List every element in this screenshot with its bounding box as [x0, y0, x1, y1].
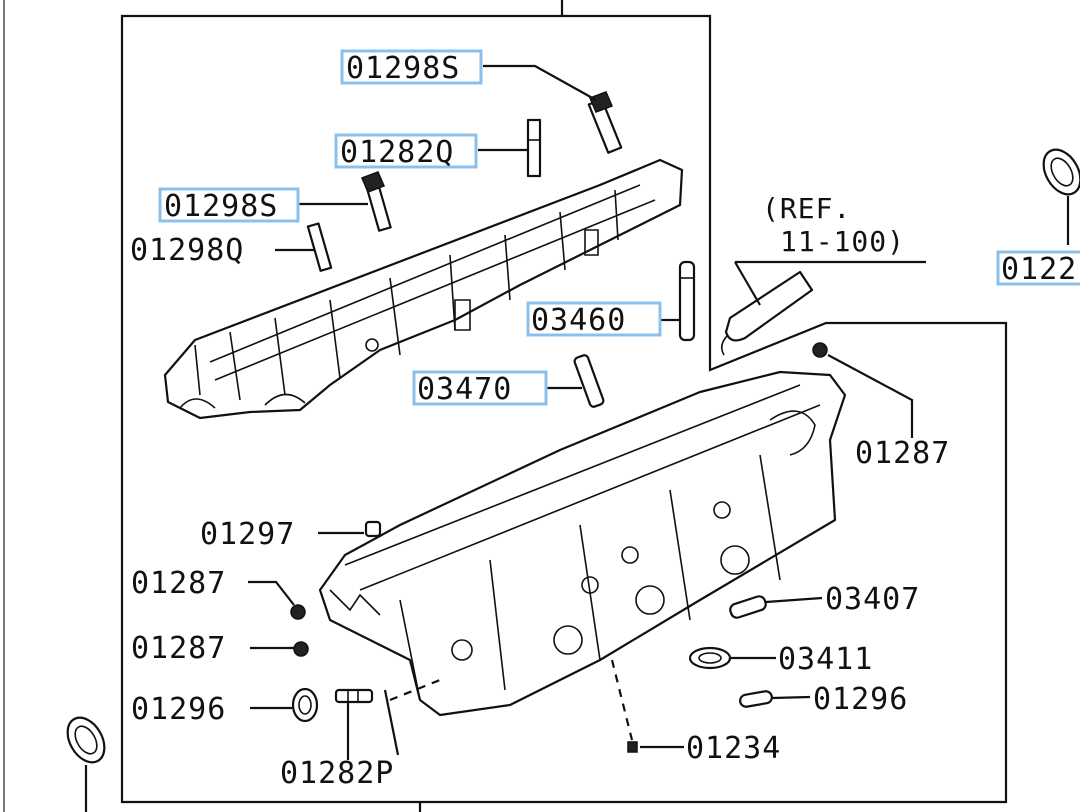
callout-code: 01282P — [280, 756, 394, 791]
callout-code: 03470 — [417, 372, 512, 407]
callout-01234[interactable]: 01234 — [686, 731, 781, 766]
callout-code: 01298S — [346, 51, 460, 86]
seal-03411-part — [688, 646, 732, 670]
callout-03411[interactable]: 03411 — [778, 642, 873, 677]
reference-note: (REF. 11-100) — [762, 192, 905, 258]
callout-code: 03407 — [825, 582, 920, 617]
callout-03407[interactable]: 03407 — [825, 582, 920, 617]
sealant-tube-part — [720, 270, 814, 356]
bolt-01298q-part — [306, 222, 333, 272]
callout-01287-right[interactable]: 01287 — [855, 436, 950, 471]
callout-01282p[interactable]: 01282P — [280, 756, 394, 791]
callout-code: 0122 — [1001, 252, 1077, 287]
tube-03460-part — [678, 260, 696, 342]
seal-01296-left-part — [291, 687, 319, 723]
callout-code: 01287 — [131, 631, 226, 666]
cylinder-head-part — [318, 370, 847, 717]
stud-01282p-part — [334, 688, 374, 704]
callout-code: 01296 — [813, 682, 908, 717]
callout-01287-left-b[interactable]: 01287 — [131, 631, 226, 666]
callout-01287-left-a[interactable]: 01287 — [131, 566, 226, 601]
callout-code: 01287 — [131, 566, 226, 601]
callout-code: 01296 — [131, 692, 226, 727]
callout-01297[interactable]: 01297 — [200, 517, 295, 552]
cam-carrier-part — [163, 158, 684, 420]
callout-code: 03411 — [778, 642, 873, 677]
callout-01296-left[interactable]: 01296 — [131, 692, 226, 727]
bolt-01298s-mid-part — [361, 171, 392, 232]
oil-seal-left-part — [66, 716, 106, 764]
callout-code: 01297 — [200, 517, 295, 552]
callout-code: 03460 — [531, 303, 626, 338]
leader-lines — [84, 64, 1070, 812]
callout-code: 01298S — [164, 189, 278, 224]
plug-01287-left-b-part — [293, 641, 309, 657]
bolt-01298s-top-part — [587, 91, 623, 154]
pin-03407-part — [729, 595, 767, 619]
reference-line-1: (REF. — [762, 192, 851, 225]
assembly-frame — [120, 14, 1008, 804]
callout-03470[interactable]: 03470 — [412, 370, 548, 407]
callout-01296-right[interactable]: 01296 — [813, 682, 908, 717]
stud-01282q-part — [526, 118, 542, 178]
callout-01298q[interactable]: 01298Q — [130, 233, 244, 268]
plug-01287-left-a-part — [290, 604, 306, 620]
cap-01297-part — [364, 520, 382, 538]
callout-code: 01282Q — [340, 135, 454, 170]
callout-code: 01234 — [686, 731, 781, 766]
callout-01282q[interactable]: 01282Q — [334, 133, 478, 170]
seal-01296-right-part — [739, 690, 773, 708]
oil-seal-right-part — [1042, 148, 1080, 196]
pin-03470-part — [573, 354, 605, 408]
callout-code: 01298Q — [130, 233, 244, 268]
plug-01287-right-part — [812, 342, 828, 358]
callout-0122[interactable]: 0122 — [996, 250, 1080, 287]
callout-01298s-top[interactable]: 01298S — [340, 49, 483, 86]
dowel-01234-part — [627, 741, 638, 753]
callout-03460[interactable]: 03460 — [526, 301, 662, 338]
callout-code: 01287 — [855, 436, 950, 471]
callout-01298s-mid[interactable]: 01298S — [158, 187, 300, 224]
reference-line-2: 11-100) — [780, 225, 905, 258]
